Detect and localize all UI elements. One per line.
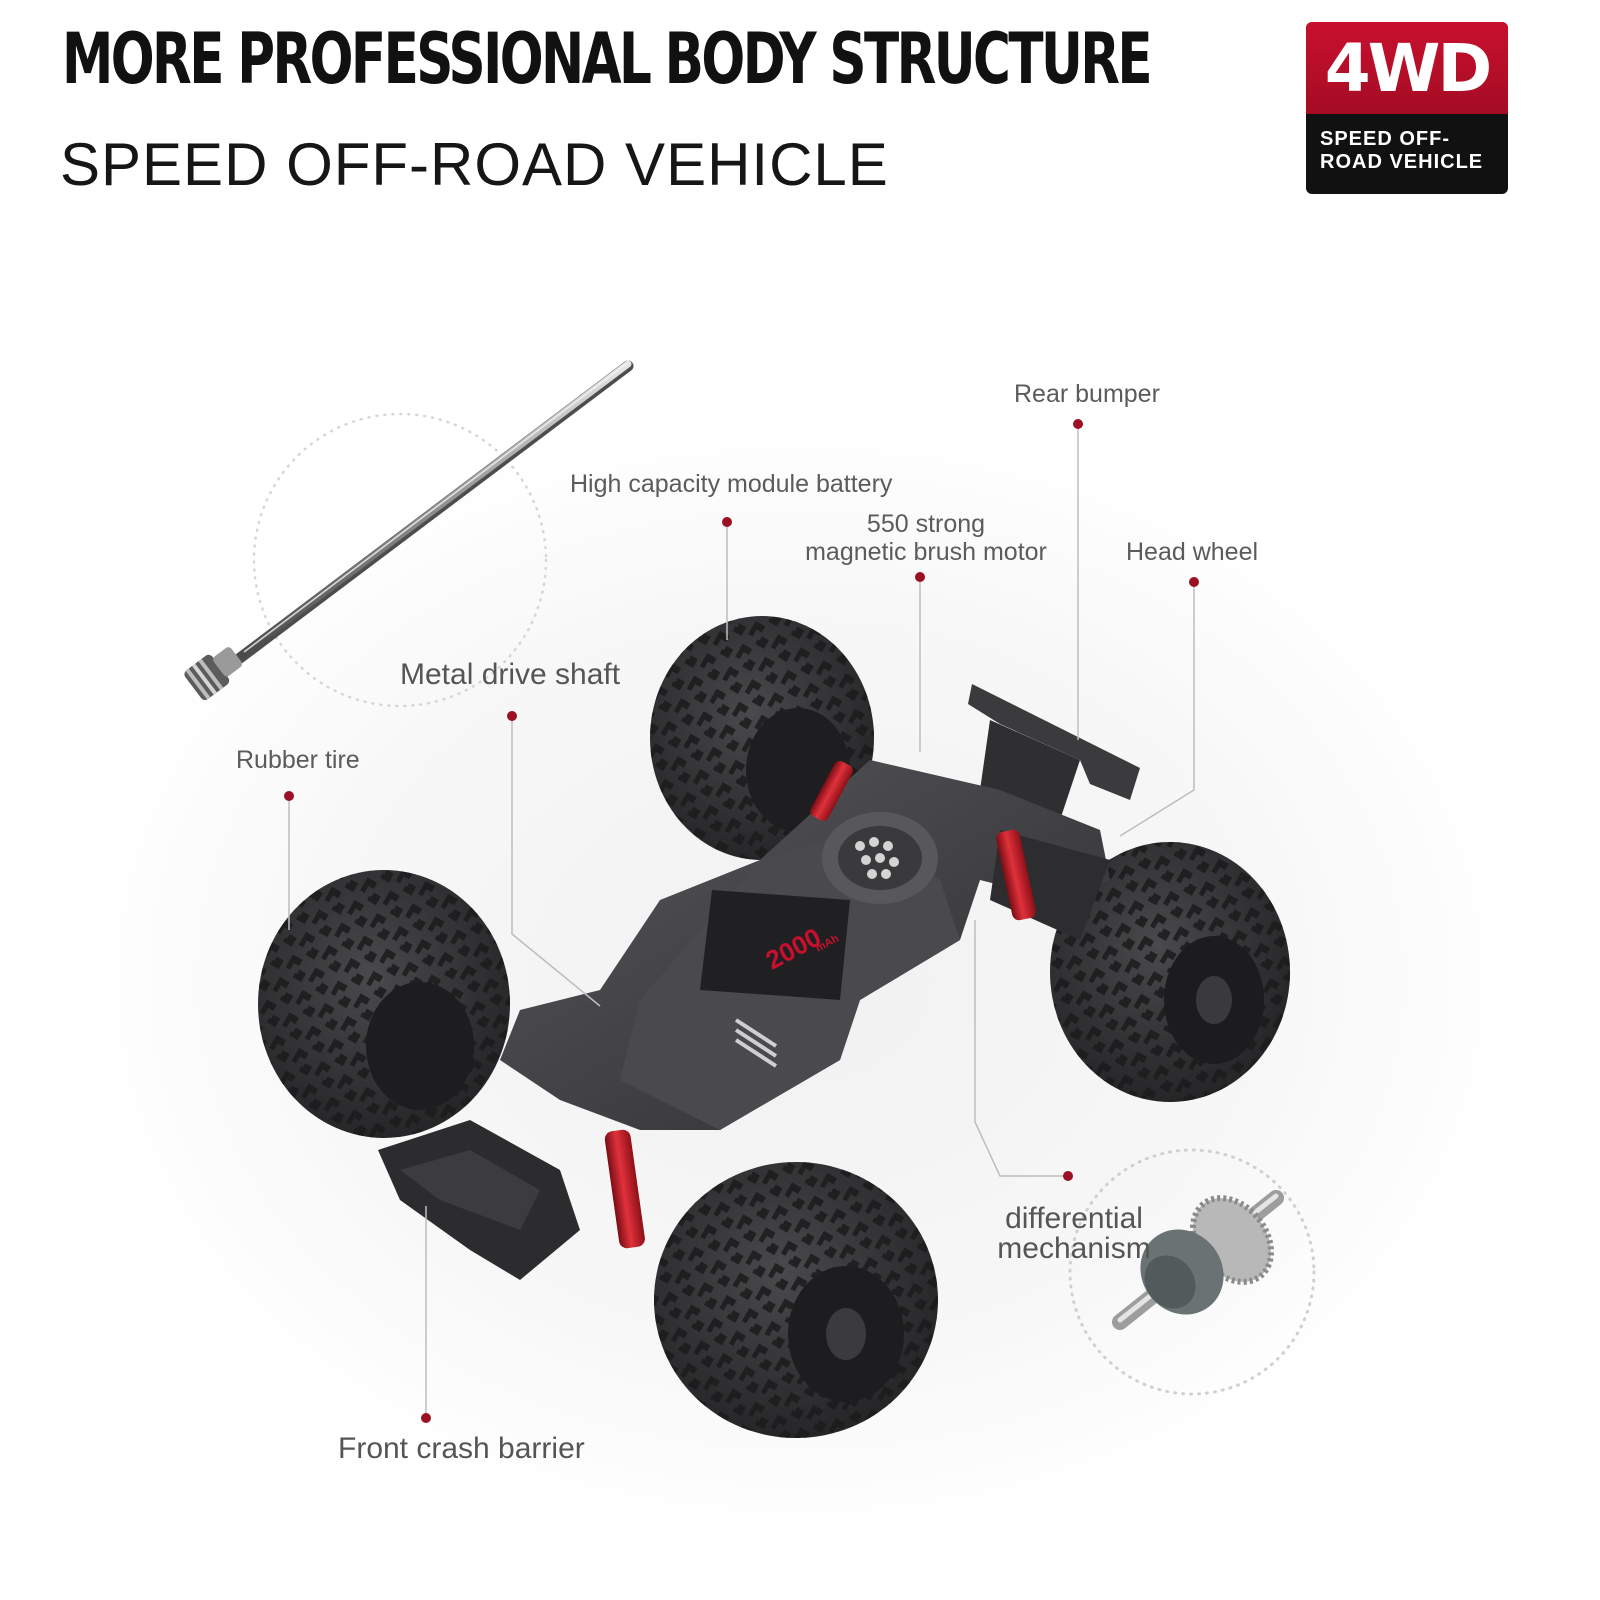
badge-caption: SPEED OFF- ROAD VEHICLE [1306,114,1508,174]
shock-rear-left [810,760,853,821]
leader-lines [288,424,1195,1418]
page-title: MORE PROFESSIONAL BODY STRUCTURE [62,18,1153,101]
callout-front-barrier: Front crash barrier [338,1432,585,1465]
callout-rubber-tire: Rubber tire [236,746,360,774]
driveshaft-detail-circle [252,412,548,708]
callout-differential: differential mechanism [994,1204,1154,1264]
differential-part [1112,1190,1284,1330]
dot-front-barrier [421,1413,431,1423]
callout-rear-bumper: Rear bumper [1014,380,1160,408]
callout-battery: High capacity module battery [570,470,893,498]
dot-drive-shaft [507,711,517,721]
shock-rear-right [996,829,1036,921]
callout-motor-line1: 550 strong [866,510,986,538]
front-right-tire [654,1162,938,1438]
front-left-tire [258,870,510,1138]
leader-dots [284,419,1199,1423]
callout-motor-line2: magnetic brush motor [805,538,1047,566]
callout-motor: 550 strong magnetic brush motor [794,510,1058,566]
battery-pack: 2000 mAh [700,890,850,1000]
front-crash-barrier-part [378,1120,580,1280]
callout-differential-line1: differential [1005,1202,1143,1235]
drive-shaft-part [184,360,634,701]
dot-rubber-tire [284,791,294,801]
rear-right-tire [1050,842,1290,1102]
callout-drive-shaft: Metal drive shaft [400,658,621,691]
page-subtitle: SPEED OFF-ROAD VEHICLE [60,131,889,198]
badge-caption-line2: ROAD VEHICLE [1320,151,1484,173]
dot-differential [1063,1171,1073,1181]
esc-heatsink [734,1018,778,1068]
dot-head-wheel [1189,577,1199,587]
dot-battery [722,517,732,527]
callout-head-wheel: Head wheel [1126,538,1259,566]
4wd-badge: 4WD SPEED OFF- ROAD VEHICLE [1306,22,1508,194]
dot-motor [915,572,925,582]
shock-front-right [604,1129,645,1249]
badge-title: 4WD [1306,22,1508,114]
badge-caption-line1: SPEED OFF- [1320,128,1451,150]
dot-rear-bumper [1073,419,1083,429]
motor [822,812,938,904]
callout-differential-line2: mechanism [997,1232,1151,1265]
differential-detail-circle [1068,1148,1316,1396]
